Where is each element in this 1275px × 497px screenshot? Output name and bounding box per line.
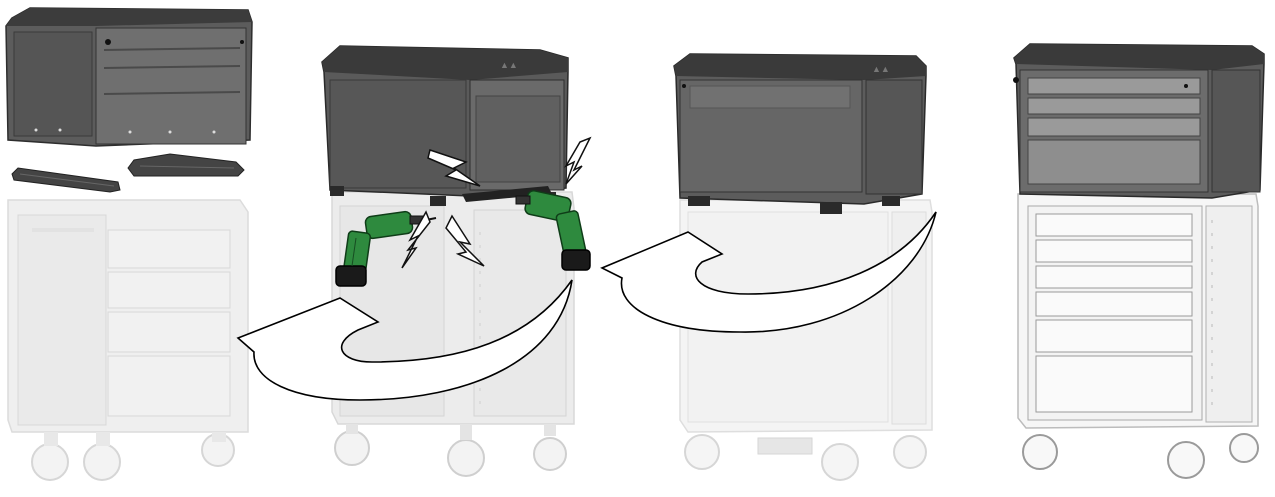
top-chest-step-2: ▲▲ [322,46,568,206]
mounting-rail-right [128,154,244,176]
step-1-unpack [6,8,252,480]
step-4-assembled [1013,44,1264,478]
svg-text:▲▲: ▲▲ [872,64,890,74]
roller-cabinet-step-3 [680,200,932,480]
top-chest-step-4 [1013,44,1264,198]
top-chest-step-3: ▲▲ [674,54,926,214]
svg-text:▲▲: ▲▲ [500,60,518,70]
roller-cabinet-step-4 [1018,194,1258,478]
roller-cabinet-faded [8,200,248,480]
mounting-rail-left [12,168,120,192]
motion-mark-2 [566,138,590,184]
step-2-screw-rails: ▲▲ [322,46,590,476]
top-chest-step-1 [6,8,252,146]
